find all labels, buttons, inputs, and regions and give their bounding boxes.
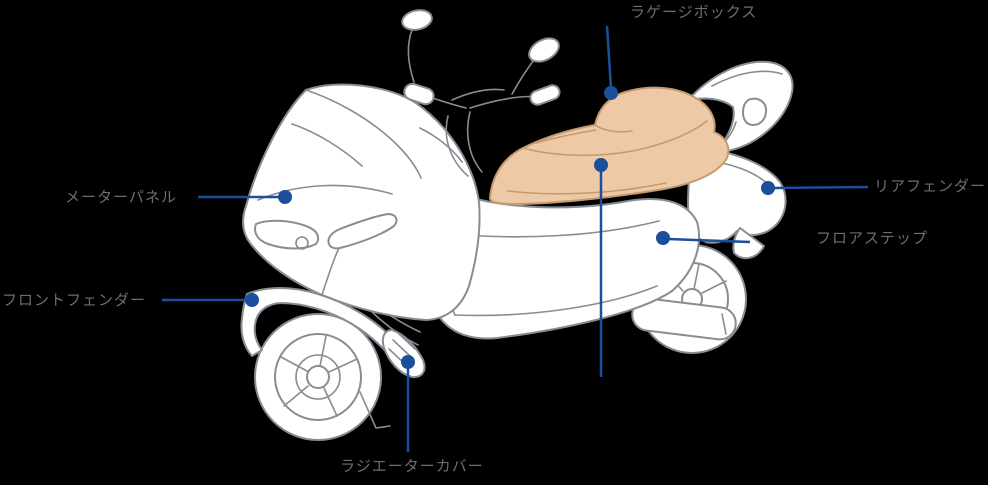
headlight-left	[254, 219, 320, 250]
turn-indicator	[295, 236, 309, 250]
handle-grip-near	[403, 82, 435, 106]
label-front-fender: フロントフェンダー	[2, 291, 147, 309]
label-luggage-box: ラゲージボックス	[630, 3, 758, 21]
part-dot-front-fender	[245, 293, 259, 307]
mirror-right	[528, 37, 560, 63]
part-dot-seat	[594, 158, 608, 172]
leader-front-fender	[162, 293, 259, 307]
tail-light	[742, 97, 768, 126]
handle-grip-far	[529, 84, 561, 106]
part-dot-rear-fender	[761, 181, 775, 195]
part-dot-radiator-cover	[401, 355, 415, 369]
mirror-left	[401, 9, 433, 31]
headlight-right	[327, 213, 398, 250]
handlebar	[403, 82, 561, 177]
front-wheel	[254, 313, 391, 441]
part-dot-meter-panel	[278, 190, 292, 204]
leader-rear-fender	[761, 181, 869, 195]
label-radiator-cover: ラジエーターカバー	[340, 457, 484, 475]
label-floor-step: フロアステップ	[816, 229, 929, 247]
label-meter-panel: メーターパネル	[65, 188, 177, 206]
front-cowl	[241, 83, 481, 321]
mirrors	[401, 9, 560, 95]
part-dot-luggage-box	[604, 86, 618, 100]
label-rear-fender: リアフェンダー	[874, 177, 987, 195]
leader-seat	[594, 158, 608, 377]
leader-floor-step	[656, 231, 751, 245]
exhaust-muffler	[631, 297, 737, 341]
leader-luggage-box	[604, 25, 618, 100]
tail-cowl	[687, 60, 794, 153]
part-dot-floor-step	[656, 231, 670, 245]
radiator-cover	[381, 329, 426, 379]
seat	[489, 86, 730, 205]
side-stand	[359, 391, 391, 429]
leader-meter-panel	[198, 190, 292, 204]
brake-lever	[451, 88, 505, 101]
leader-radiator-cover	[401, 355, 415, 452]
